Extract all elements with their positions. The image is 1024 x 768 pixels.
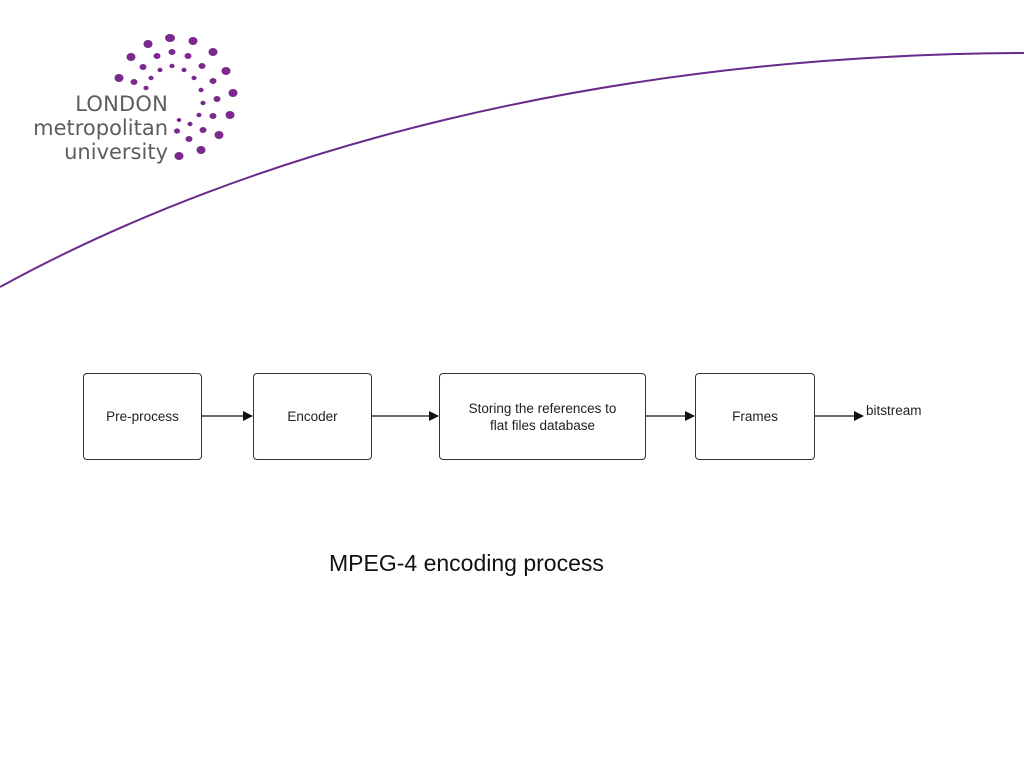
logo-dot [208,48,218,56]
logo-text-university: university [64,140,168,164]
node-frames-label: Frames [732,409,778,424]
logo-dot [139,64,147,70]
logo-dot [148,75,154,81]
logo-dot [213,96,221,102]
logo-dot [126,53,136,61]
logo-dot [198,63,206,69]
logo-dot [196,146,206,154]
logo-dot [200,100,206,106]
logo-dot [184,53,192,59]
logo-dot [168,49,176,55]
logo-dot [228,89,238,97]
logo-dot [169,63,175,69]
node-preprocess: Pre-process [83,373,202,460]
node-encoder: Encoder [253,373,372,460]
logo-dot [143,85,149,91]
logo-dot-mark [114,34,238,160]
logo-dot [174,152,184,160]
logo-dot [185,136,193,142]
logo-dot [130,79,138,85]
node-frames: Frames [695,373,815,460]
logo-dot [174,128,180,134]
logo-dot [196,112,202,118]
logo-dot [114,74,124,82]
output-bitstream-label: bitstream [866,403,922,418]
logo-dot [187,121,193,127]
figure-caption: MPEG-4 encoding process [329,550,604,576]
logo-dot [221,67,231,75]
logo-dot [157,67,163,73]
logo-text-london: LONDON [75,92,168,116]
logo-dot [181,67,187,73]
logo-dot [191,75,197,81]
node-preprocess-label: Pre-process [106,409,179,424]
node-storing-references: Storing the references to flat files dat… [439,373,646,460]
logo-text-metropolitan: metropolitan [33,116,168,140]
logo-dot [198,87,204,93]
logo-dot [225,111,235,119]
logo-dot [199,127,207,133]
logo-dot [209,78,217,84]
logo-dot [209,113,217,119]
logo-dot [153,53,161,59]
logo-dot [143,40,153,48]
logo-dot [176,118,182,122]
logo-dot [214,131,224,139]
logo-dot [188,37,198,45]
logo-dot [165,34,175,42]
node-storing-label: Storing the references to flat files dat… [468,400,617,433]
node-encoder-label: Encoder [287,409,338,424]
decorative-arc [0,52,1024,288]
